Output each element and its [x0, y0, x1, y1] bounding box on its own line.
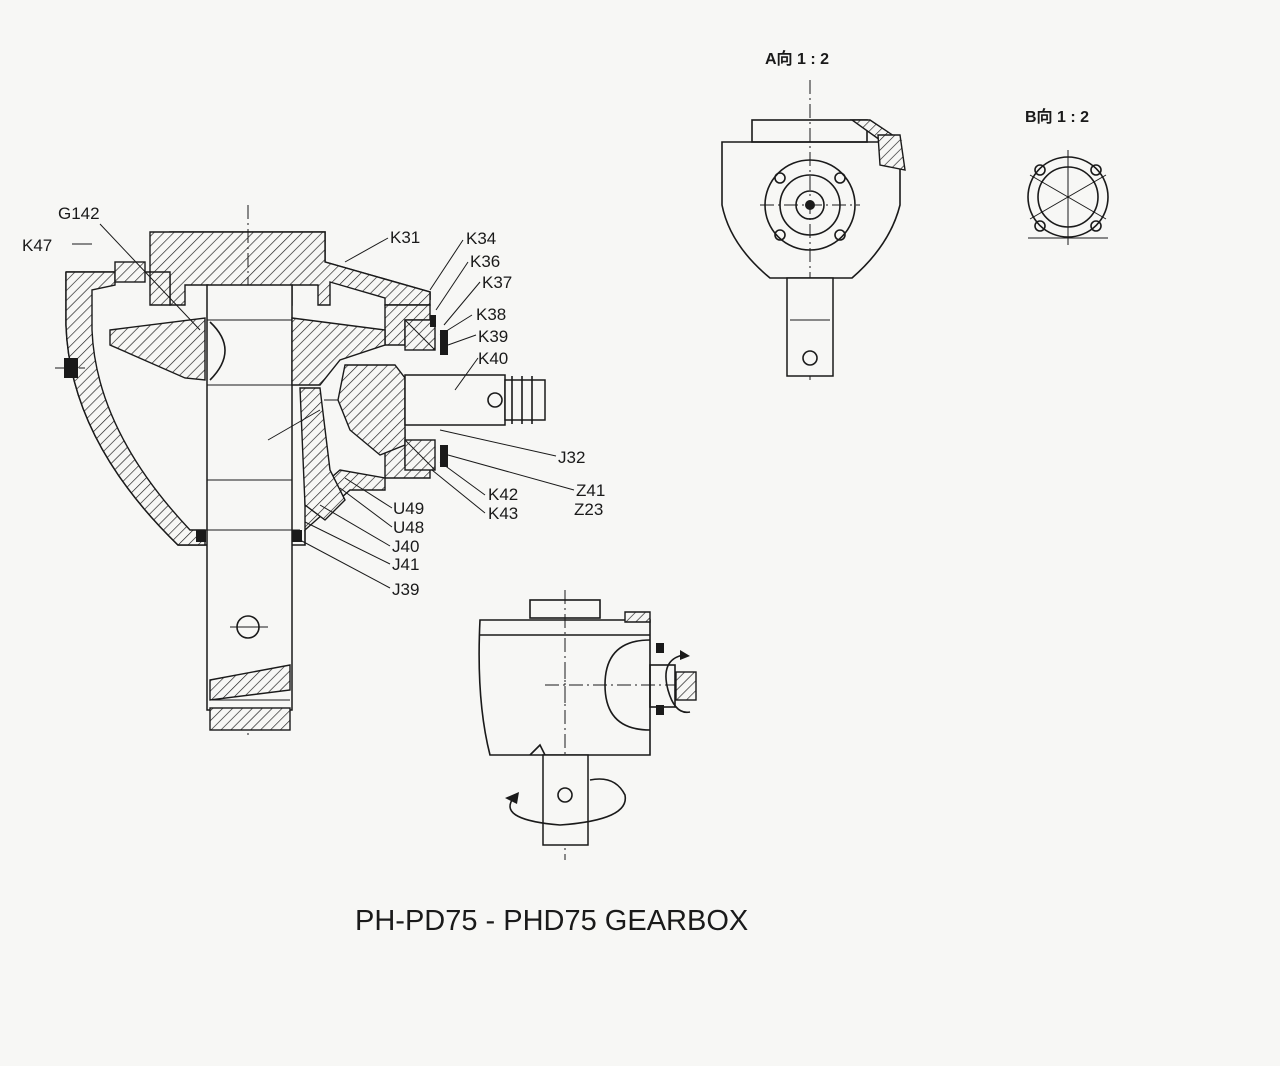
external-output-shaft	[542, 754, 589, 846]
drawing-title: PH-PD75 - PHD75 GEARBOX	[355, 905, 748, 937]
view-b-label: B向 1 : 2	[1025, 107, 1089, 126]
callout-j32: J32	[558, 448, 585, 467]
callout-u48: U48	[393, 518, 424, 537]
callout-j41: J41	[392, 555, 419, 574]
callout-k34: K34	[466, 229, 496, 248]
callout-k47: K47	[22, 236, 52, 255]
vertical-shaft	[206, 284, 293, 711]
external-view	[478, 590, 697, 860]
horizontal-shaft	[404, 374, 506, 426]
callout-k38: K38	[476, 305, 506, 324]
callout-j40: J40	[392, 537, 419, 556]
callout-g142: G142	[58, 204, 100, 223]
callout-u49: U49	[393, 499, 424, 518]
view-a: A向 1 : 2	[721, 49, 906, 380]
view-a-label: A向 1 : 2	[765, 49, 829, 68]
callout-labels: G142 K47 K31 K34 K36 K37 K38 K39 K40 J32…	[22, 204, 605, 599]
callout-k37: K37	[482, 273, 512, 292]
callout-j39: J39	[392, 580, 419, 599]
callout-k31: K31	[390, 228, 420, 247]
callout-z23: Z23	[574, 500, 603, 519]
callout-k43: K43	[488, 504, 518, 523]
leader-lines	[72, 223, 575, 589]
callout-k42: K42	[488, 485, 518, 504]
view-b: B向 1 : 2	[1025, 107, 1109, 245]
callout-k40: K40	[478, 349, 508, 368]
bevel-gear-large	[109, 317, 206, 381]
bevel-pinion	[337, 364, 406, 456]
callout-k36: K36	[470, 252, 500, 271]
callout-z41: Z41	[576, 481, 605, 500]
callout-k39: K39	[478, 327, 508, 346]
section-view	[55, 205, 546, 735]
